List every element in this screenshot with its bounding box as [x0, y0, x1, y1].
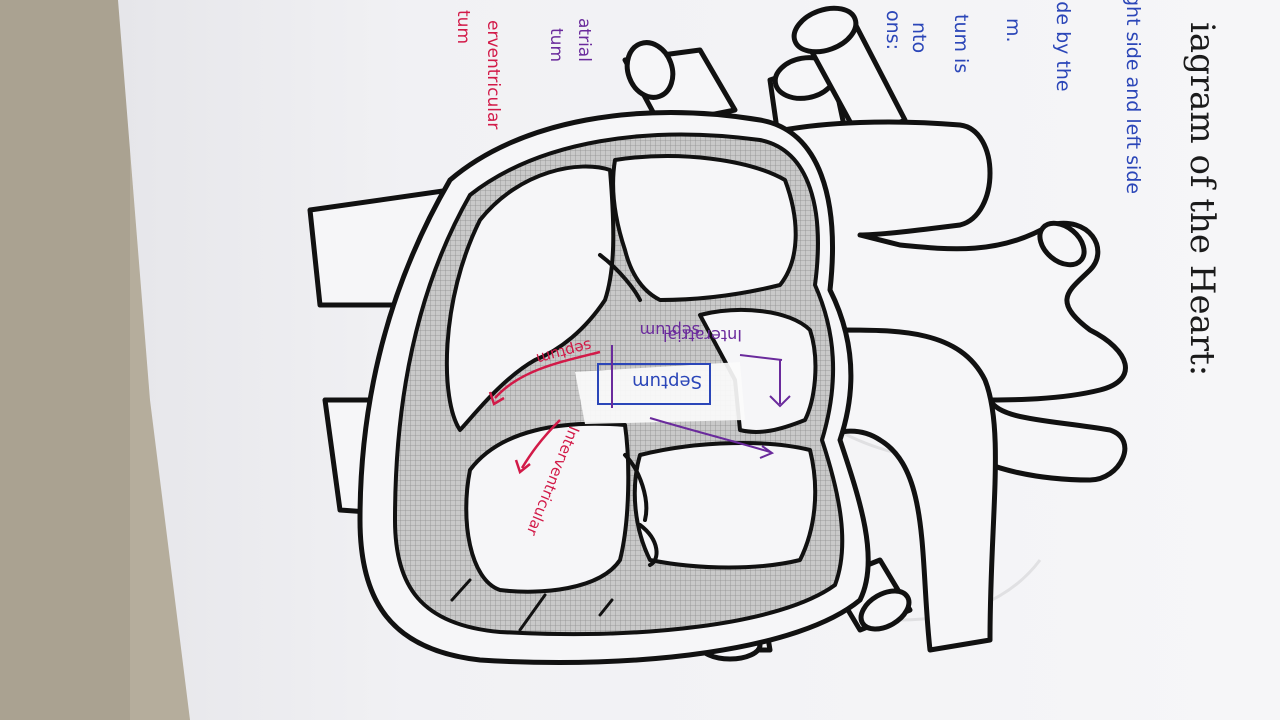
purple-marks: [611, 345, 791, 459]
table-shadow: [0, 0, 130, 720]
valve-tricuspid: [598, 253, 642, 302]
note-right-3: m.: [1002, 18, 1024, 43]
left-atrium-lower: [698, 308, 818, 434]
note-left-1: atrial: [574, 18, 594, 62]
note-right-1: ght side and left side: [1122, 0, 1144, 195]
note-left-4: tum: [453, 10, 473, 44]
left-ventricle: [632, 441, 818, 570]
note-left-3: erventricular: [483, 20, 503, 130]
note-right-5: nto: [908, 22, 930, 54]
pulmonary-artery: [807, 327, 998, 653]
left-atrium: [611, 154, 798, 302]
upper-vessels: [622, 5, 908, 153]
valve-mitral: [623, 453, 649, 522]
note-right-2: ide by the: [1052, 0, 1074, 92]
note-left-2: tum: [546, 28, 566, 62]
label-interatrial: Interatrial: [663, 326, 742, 345]
red-arrows: [488, 350, 601, 475]
note-right-6: ons:: [882, 10, 904, 50]
right-atrium: [444, 164, 616, 432]
label-interatrial-septum: septum: [640, 321, 700, 340]
page-title: iagram of the Heart:: [1182, 22, 1222, 377]
correction-tape: [575, 362, 745, 424]
label-septum-blue: Septum: [632, 371, 702, 392]
note-right-4: tum is: [950, 14, 972, 74]
septal-line: [450, 578, 614, 632]
valve-aortic: [638, 523, 659, 567]
